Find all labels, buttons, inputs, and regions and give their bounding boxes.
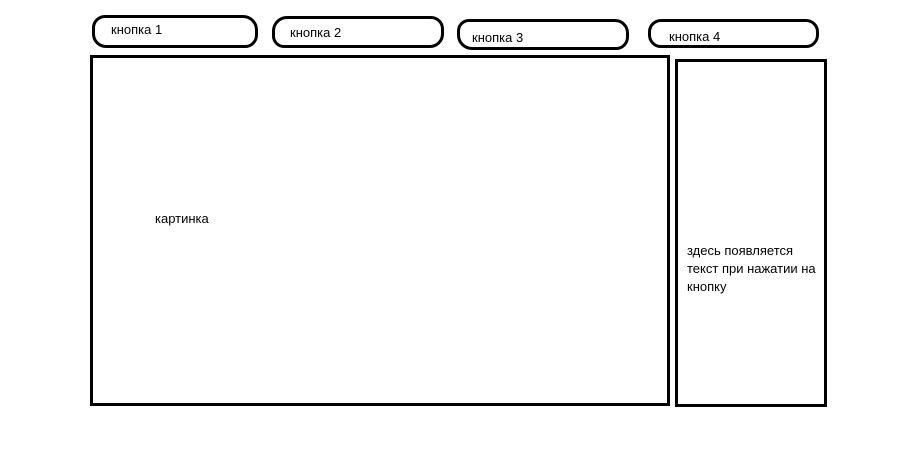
button-1[interactable]: кнопка 1 — [92, 15, 258, 48]
text-output-placeholder: здесь появляется текст при нажатии на кн… — [687, 243, 816, 294]
picture-panel: картинка — [90, 55, 670, 406]
text-output-panel: здесь появляется текст при нажатии на кн… — [675, 59, 827, 407]
button-1-label: кнопка 1 — [111, 22, 163, 37]
button-2-label: кнопка 2 — [290, 25, 342, 40]
button-4-label: кнопка 4 — [669, 29, 721, 44]
button-3-label: кнопка 3 — [472, 30, 524, 45]
picture-placeholder-label: картинка — [155, 211, 209, 226]
button-2[interactable]: кнопка 2 — [272, 16, 444, 48]
button-3[interactable]: кнопка 3 — [457, 19, 629, 50]
button-4[interactable]: кнопка 4 — [648, 19, 819, 48]
